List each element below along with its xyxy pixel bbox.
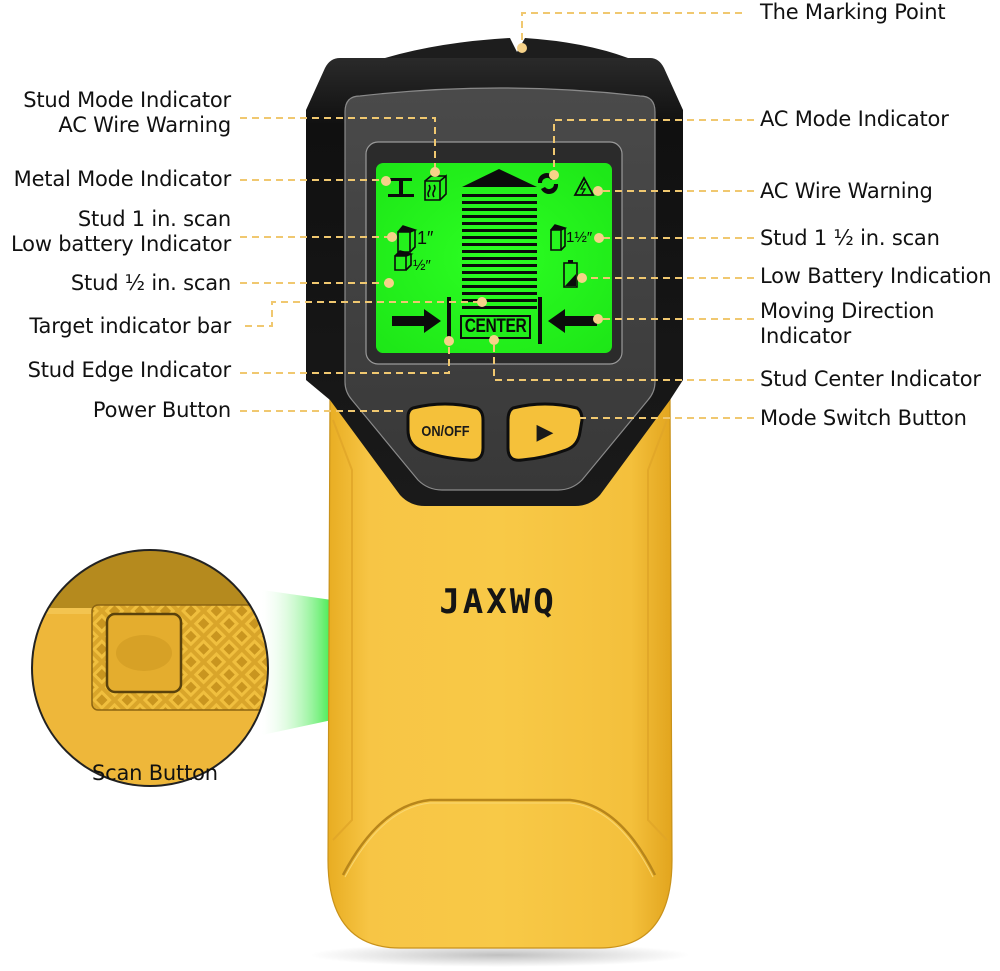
zoom-beam bbox=[262, 590, 332, 735]
callout-low-battery: Low Battery Indication bbox=[760, 264, 992, 288]
mode-switch-button[interactable]: ▶ bbox=[536, 418, 554, 444]
brand-logo: JAXWQ bbox=[439, 582, 557, 622]
target-arrow-up-icon bbox=[462, 169, 537, 187]
callout-power-button: Power Button bbox=[92, 398, 231, 422]
target-indicator-bar bbox=[462, 194, 537, 309]
marking-point-notch bbox=[385, 38, 628, 58]
callout-scan-button: Scan Button bbox=[92, 761, 218, 785]
callout-moving-direction: Moving Direction Indicator bbox=[760, 299, 935, 348]
stud-center-indicator: CENTER bbox=[464, 316, 527, 337]
bottom-grip-line bbox=[341, 798, 657, 876]
callout-ac-wire-warning: AC Wire Warning bbox=[760, 179, 933, 203]
callout-mode-switch: Mode Switch Button bbox=[760, 406, 967, 430]
ac-warning-icon bbox=[573, 176, 595, 196]
callout-stud-edge: Stud Edge Indicator bbox=[27, 358, 232, 382]
callout-marking-point: The Marking Point bbox=[760, 0, 946, 24]
callout-stud-1in-low-battery: Stud 1 in. scan Low battery Indicator bbox=[11, 207, 231, 256]
callout-stud-center: Stud Center Indicator bbox=[760, 367, 981, 391]
stud-edge-right-icon bbox=[538, 297, 542, 344]
stud-1-5in-label: 1½″ bbox=[566, 229, 593, 246]
power-button-shape[interactable] bbox=[406, 402, 485, 462]
callout-stud-1-5in: Stud 1 ½ in. scan bbox=[760, 226, 940, 250]
stud-mode-icon bbox=[424, 174, 447, 201]
callout-dots bbox=[381, 43, 604, 346]
callout-lines bbox=[240, 12, 754, 419]
callout-stud-half-in: Stud ½ in. scan bbox=[70, 271, 231, 295]
stud-1in-label: 1″ bbox=[417, 228, 434, 248]
device-body bbox=[327, 394, 673, 949]
stud-edge-left-icon bbox=[447, 297, 451, 344]
callout-stud-mode-ac-wire: Stud Mode Indicator AC Wire Warning bbox=[23, 88, 231, 137]
callout-target-indicator-bar: Target indicator bar bbox=[29, 314, 231, 338]
stud-half-in-label: ½″ bbox=[413, 257, 431, 274]
mode-button-shape[interactable] bbox=[506, 402, 584, 462]
low-battery-icon bbox=[563, 260, 578, 288]
inset-border bbox=[31, 549, 269, 787]
metal-mode-icon bbox=[388, 178, 414, 197]
move-right-arrow-icon bbox=[392, 309, 441, 333]
floor-shadow bbox=[310, 943, 690, 967]
callout-ac-mode: AC Mode Indicator bbox=[760, 107, 949, 131]
power-button[interactable]: ON/OFF bbox=[421, 423, 470, 440]
callout-metal-mode: Metal Mode Indicator bbox=[13, 167, 232, 191]
move-left-arrow-icon bbox=[548, 309, 597, 333]
